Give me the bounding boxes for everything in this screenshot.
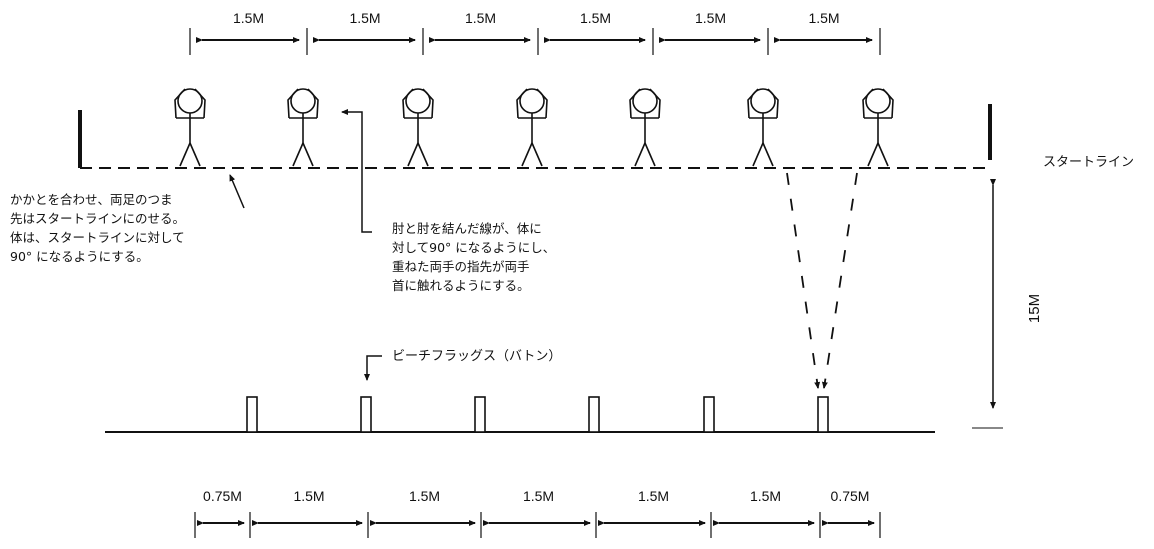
runner-figure-1 <box>174 88 206 167</box>
runner-figure-6 <box>747 88 779 167</box>
bottom-spacing-dimensions <box>194 512 881 538</box>
bottom-spacing-label: 0.75M <box>830 488 870 504</box>
runner-left-arm <box>629 88 641 119</box>
baton-2 <box>360 396 372 433</box>
runner-right-arm <box>649 88 661 119</box>
elbow-note-pointer <box>341 109 372 233</box>
lines <box>78 104 1003 433</box>
runner-figure-4 <box>516 88 548 167</box>
baton-3 <box>474 396 486 433</box>
top-spacing-label: 1.5M <box>464 10 497 26</box>
top-spacing-label: 1.5M <box>579 10 612 26</box>
runner-right-leg <box>417 142 429 167</box>
batons <box>246 396 829 433</box>
feet-note: かかとを合わせ、両足のつま 先はスタートラインにのせる。 体は、スタートラインに… <box>10 192 186 264</box>
top-spacing-label: 1.5M <box>232 10 265 26</box>
baton-1 <box>246 396 258 433</box>
elbow-note: 肘と肘を結んだ線が、体に 対して90° になるようにし、 重ねた両手の指先が両手… <box>392 221 556 293</box>
runner-left-leg <box>292 142 304 167</box>
top-spacing-label: 1.5M <box>694 10 727 26</box>
flag-label-pointer <box>364 355 382 381</box>
runner-left-leg <box>867 142 879 167</box>
runner-figure-2 <box>287 88 319 167</box>
distance-label: 15M <box>1026 293 1044 324</box>
runner-right-leg <box>762 142 774 167</box>
runner-left-leg <box>179 142 191 167</box>
bottom-spacing-label: 1.5M <box>749 488 782 504</box>
runner-left-arm <box>287 88 299 119</box>
baton-5 <box>703 396 715 433</box>
runner-right-leg <box>644 142 656 167</box>
runner-left-leg <box>521 142 533 167</box>
runner-right-arm <box>536 88 548 119</box>
runner-left-arm <box>516 88 528 119</box>
runner-figure-3 <box>402 88 434 167</box>
bottom-spacing-label: 1.5M <box>293 488 325 504</box>
runner-right-arm <box>422 88 434 119</box>
top-spacing-dimensions <box>189 28 881 55</box>
runner-right-leg <box>189 142 201 167</box>
runner-figure-5 <box>629 88 661 167</box>
bottom-spacing-label: 1.5M <box>522 488 555 504</box>
baton-6 <box>817 396 829 433</box>
runner-figures <box>174 88 894 167</box>
top-spacing-label: 1.5M <box>808 10 840 26</box>
runner-left-arm <box>402 88 414 119</box>
runner-right-arm <box>882 88 894 119</box>
bottom-spacing-label: 1.5M <box>408 488 441 504</box>
runner-right-leg <box>531 142 543 167</box>
bottom-spacing-label: 0.75M <box>203 488 242 504</box>
runner-left-leg <box>407 142 419 167</box>
start-line-label: スタートライン <box>1043 155 1135 170</box>
run-path-1 <box>786 172 821 389</box>
runner-left-arm <box>862 88 874 119</box>
feet-note-pointer <box>229 174 245 209</box>
runner-right-leg <box>302 142 314 167</box>
runner-right-arm <box>767 88 779 119</box>
run-path-2 <box>821 172 858 389</box>
runner-right-leg <box>877 142 889 167</box>
runner-right-arm <box>307 88 319 119</box>
runner-left-arm <box>174 88 186 119</box>
runner-left-leg <box>752 142 764 167</box>
baton-4 <box>588 396 600 433</box>
runner-left-leg <box>634 142 646 167</box>
top-spacing-label: 1.5M <box>349 10 381 26</box>
runner-left-arm <box>747 88 759 119</box>
runner-figure-7 <box>862 88 894 167</box>
flag-label: ビーチフラッグス（バトン） <box>392 349 562 364</box>
runner-right-arm <box>194 88 206 119</box>
bottom-spacing-label: 1.5M <box>637 488 670 504</box>
